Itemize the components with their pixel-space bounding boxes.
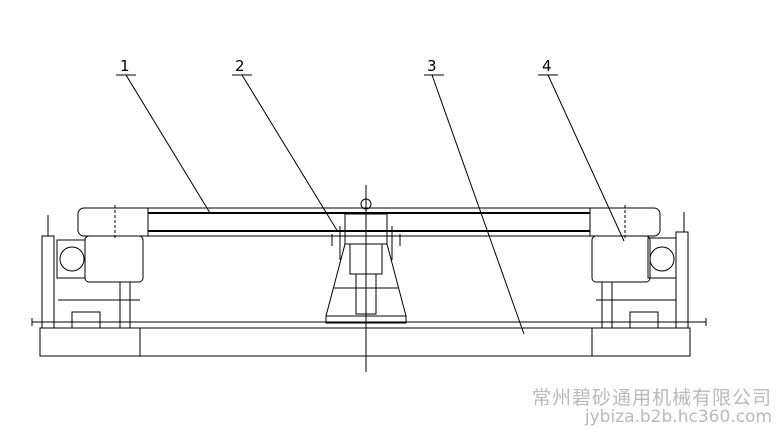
leader-lines (116, 74, 625, 335)
main-beam (77, 205, 661, 240)
right-drive (591, 212, 689, 329)
center-column (325, 185, 407, 372)
watermark-company: 常州碧砂通用机械有限公司 (531, 387, 772, 409)
callout-1: 1 (120, 57, 130, 75)
callout-2: 2 (235, 57, 245, 75)
callout-4: 4 (542, 57, 552, 75)
base-frame (31, 318, 707, 357)
callout-3: 3 (427, 57, 437, 75)
watermark-url: jybiza.b2b.hc360.com (584, 407, 772, 427)
left-drive (41, 215, 144, 329)
